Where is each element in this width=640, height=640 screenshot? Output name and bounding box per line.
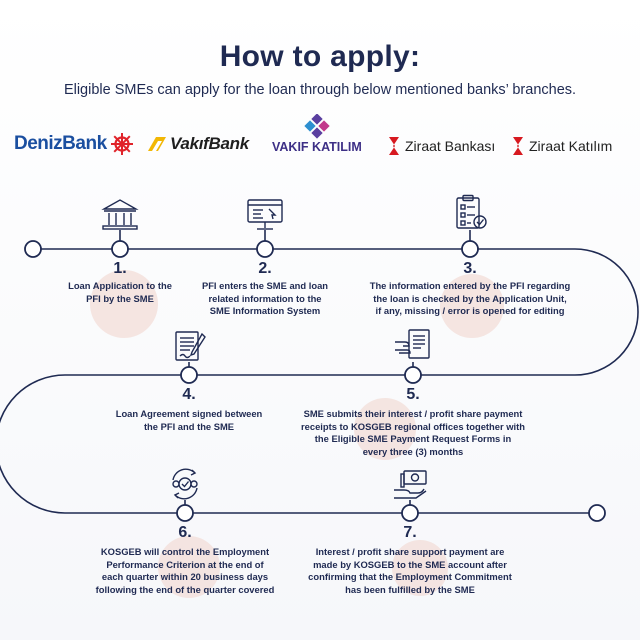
page-title: How to apply: [219, 40, 421, 73]
bank-logo-denizbank: DenizBank [14, 132, 134, 156]
bank-logo-ziraat-bankasi: Ziraat Bankası [386, 136, 495, 156]
step-number: 5. [406, 386, 420, 403]
step-number: 2. [258, 260, 272, 277]
bank-logo-vakif-katilim: VAKIF KATILIM [272, 114, 362, 154]
step-6-description: KOSGEB will control the Employment Perfo… [80, 546, 290, 596]
people-check-cycle-icon [172, 468, 198, 500]
step-1-description: Loan Application to the PFI by the SME [40, 280, 200, 305]
step-2-description: PFI enters the SME and loan related info… [185, 280, 345, 318]
decorative-blob [392, 540, 448, 596]
description-line: Loan Application to the [68, 280, 172, 291]
document-hand-icon [395, 329, 430, 359]
description-line: PFI enters the SME and loan [201, 280, 329, 291]
bank-logo-ziraat-katilim: Ziraat Katılım [510, 136, 612, 156]
bank-name: VakıfBank [170, 134, 249, 153]
description-line: Interest / profit share support payment … [315, 546, 505, 557]
description-line: SME submits their interest / profit shar… [303, 408, 523, 419]
bank-name: DenizBank [14, 133, 107, 154]
step-number: 7. [403, 524, 417, 541]
description-line: confirming that the Employment Commitmen… [308, 571, 512, 582]
bank-name: Ziraat Bankası [405, 138, 496, 154]
description-line: the PFI and the SME [143, 420, 235, 432]
description-line: every three (3) months [362, 445, 464, 457]
step-5-description: SME submits their interest / profit shar… [278, 408, 548, 458]
description-line: receipts to KOSGEB regional offices toge… [301, 420, 525, 432]
description-line: SME Information System [209, 305, 321, 316]
description-line: following the end of the quarter covered [95, 583, 275, 595]
description-line: PFI by the SME [86, 292, 154, 304]
description-line: made by KOSGEB to the SME account after [313, 558, 507, 570]
money-hand-icon [394, 470, 427, 499]
bank-name: VAKIF KATILIM [272, 140, 362, 154]
description-line: the loan is checked by the Application U… [373, 292, 567, 304]
description-line: if any, missing / error is opened for ed… [375, 305, 565, 316]
bank-name: Ziraat Katılım [529, 138, 613, 154]
ship-wheel-icon [110, 133, 133, 155]
ziraat-ribbon-icon [513, 137, 523, 155]
computer-monitor-icon [247, 199, 283, 230]
step-4-description: Loan Agreement signed between the PFI an… [94, 408, 284, 433]
step-3-description: The information entered by the PFI regar… [345, 280, 595, 318]
decorative-blob [354, 398, 416, 460]
description-line: related information to the [208, 292, 322, 304]
description-line: KOSGEB will control the Employment [100, 546, 270, 557]
bank-building-icon [101, 199, 139, 230]
ziraat-ribbon-icon [389, 137, 399, 155]
decorative-blob [90, 270, 158, 338]
page-subtitle: Eligible SMEs can apply for the loan thr… [63, 82, 577, 98]
step-number: 4. [182, 386, 196, 403]
bank-logo-vakifbank: VakıfBank [146, 134, 249, 154]
bank-logos-row: DenizBank VakıfBank [0, 110, 640, 170]
step-number: 1. [113, 260, 127, 277]
description-line: The information entered by the PFI regar… [369, 280, 571, 291]
description-line: the Eligible SME Payment Request Forms i… [314, 433, 512, 444]
diamond-cluster-icon [304, 114, 330, 139]
step-number: 3. [463, 260, 477, 277]
description-line: each quarter within 20 business days [101, 571, 269, 582]
step-7-description: Interest / profit share support payment … [300, 546, 520, 596]
contract-signing-icon [175, 331, 206, 361]
vakif-leaf-icon [148, 137, 166, 151]
decorative-blob [440, 274, 504, 338]
description-line: Loan Agreement signed between [115, 408, 263, 419]
decorative-blob [158, 536, 220, 598]
checklist-clipboard-icon [456, 194, 487, 229]
description-line: has been fulfilled by the SME [345, 583, 475, 595]
step-number: 6. [178, 524, 192, 541]
description-line: Performance Criterion at the end of [106, 558, 264, 570]
